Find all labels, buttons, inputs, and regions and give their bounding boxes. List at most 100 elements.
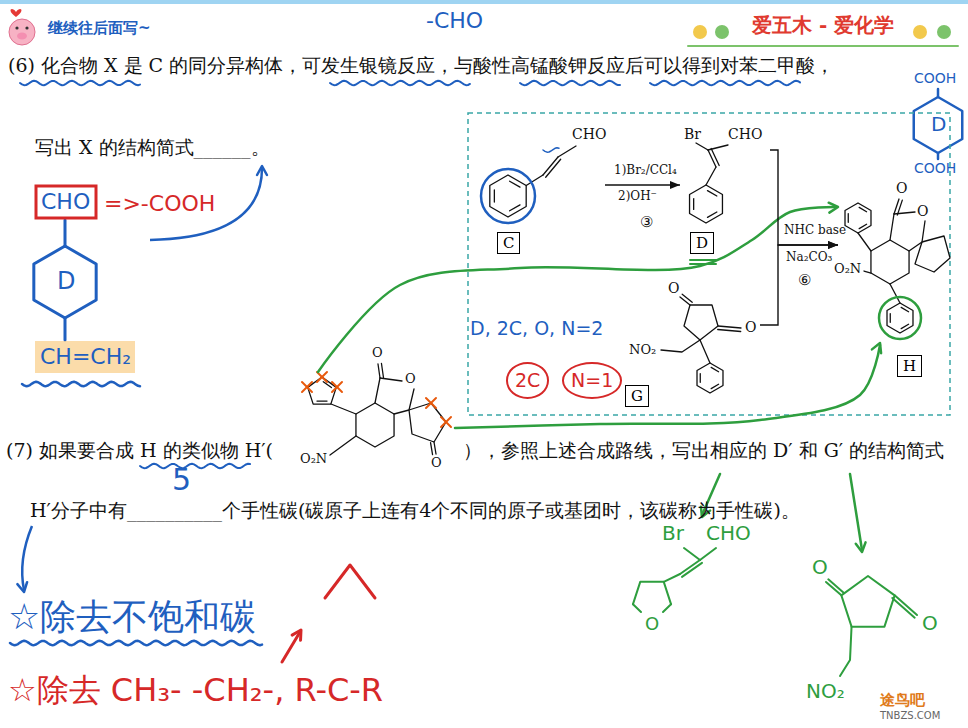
ring-sketch [841, 576, 894, 627]
benzene-ring-sketch [34, 246, 96, 318]
atom-label: Br [684, 126, 701, 142]
bond-sketch [892, 598, 914, 618]
hand-caret [325, 565, 375, 598]
question-text: (7) 如果要合成 H 的类似物 H′( [6, 440, 273, 462]
atom-label: O [431, 456, 442, 471]
bond [708, 150, 716, 167]
atom-label: O₂N [300, 452, 327, 467]
bond [394, 389, 414, 414]
hand-arrow [850, 474, 862, 550]
highlight-box [36, 186, 96, 218]
bond [661, 340, 700, 352]
bond [330, 436, 356, 455]
bond [375, 378, 380, 403]
bond [894, 212, 915, 214]
bond [378, 364, 380, 378]
hand-circle [481, 169, 535, 223]
atom-label: O [645, 614, 659, 635]
bond [711, 149, 719, 166]
bond [706, 167, 716, 185]
hand-arrow [22, 526, 32, 590]
hand-note: =>-COOH [104, 191, 215, 216]
benzene-ring [859, 207, 866, 211]
hand-arrow [455, 345, 880, 428]
bond [434, 442, 436, 454]
reaction-arrow [760, 245, 838, 325]
top-band [0, 0, 968, 4]
cyclohexane-ring [356, 403, 394, 447]
atom-label: NO₂ [806, 680, 845, 703]
bond [696, 143, 708, 150]
atom-label: O [922, 612, 938, 635]
benzene-ring [845, 203, 871, 233]
wavy-underline [20, 81, 140, 85]
circled-note: 2C [506, 362, 549, 399]
hand-note: CHO [41, 189, 90, 214]
logo-text: 爱五木 - 爱化学 [752, 14, 894, 37]
atom-label: O [812, 556, 828, 579]
furan-sketch [633, 582, 671, 604]
atom-label: O [405, 372, 416, 387]
highlight-marker [35, 341, 135, 373]
question-text: ），参照上述合成路线，写出相应的 D′ 和 G′ 的结构简式 [463, 440, 944, 462]
cross-mark [441, 417, 451, 427]
bond-sketch [664, 574, 680, 582]
question-text: H′分子中有__________个手性碳(碳原子上连有4个不同的原子或基团时，该… [30, 500, 800, 522]
hand-arrow [292, 630, 301, 640]
heart-icon [11, 9, 22, 17]
bond-sketch [840, 627, 852, 676]
compound-label: C [497, 232, 520, 254]
question-text: (6) 化合物 X 是 C 的同分异构体，可发生银镜反应，与酸性高锰酸钾反应后可… [8, 55, 834, 77]
bond [682, 294, 692, 302]
hand-note: D [931, 113, 946, 136]
benzene-ring [707, 191, 716, 196]
atom-label: NO₂ [629, 343, 656, 358]
bond [718, 329, 741, 331]
bond-sketch [937, 89, 940, 97]
atom-label: CHO [572, 126, 606, 142]
benzene-ring [510, 205, 520, 211]
wavy-underline [520, 81, 620, 85]
bond [680, 297, 690, 305]
bond [558, 146, 576, 157]
hand-arrow [282, 632, 300, 662]
bond [431, 443, 433, 455]
hand-note: D, 2C, O, N=2 [470, 318, 603, 340]
atom-label: O [917, 203, 928, 219]
atom-label: O₂N [834, 262, 861, 277]
bond-sketch [828, 579, 843, 592]
bond [890, 214, 894, 240]
benzene-ring [690, 185, 723, 223]
cross-mark [302, 382, 312, 392]
hand-note: -CHO [426, 8, 483, 33]
note-text: 2C [515, 369, 540, 391]
atom-label: O [668, 280, 679, 296]
hand-circle [879, 297, 921, 339]
hand-arrow [872, 343, 881, 353]
atom-label: CHO [706, 522, 751, 545]
logo-bird [693, 25, 707, 39]
benzene-ring [490, 175, 526, 217]
benzene-ring [901, 324, 908, 328]
bond [381, 364, 383, 378]
cross-mark [302, 382, 312, 392]
hand-arrow [829, 203, 838, 213]
reaction-arrow [605, 184, 680, 185]
note-text: N=1 [571, 369, 613, 391]
benzene-ring [890, 314, 891, 323]
benzene-ring [700, 374, 701, 383]
pig-icon [15, 26, 18, 29]
bond [684, 305, 718, 340]
atom-label: CHO [728, 126, 762, 142]
logo-bird [937, 25, 951, 39]
pig-icon [25, 26, 28, 29]
compound-block: H [838, 175, 952, 380]
cross-mark [426, 398, 436, 408]
hand-arrow [257, 166, 267, 175]
cross-mark [317, 372, 327, 382]
bond [331, 404, 356, 414]
bond [380, 378, 402, 381]
bond-sketch [64, 318, 67, 340]
question-text: 写出 X 的结构简式______。 [35, 137, 270, 159]
